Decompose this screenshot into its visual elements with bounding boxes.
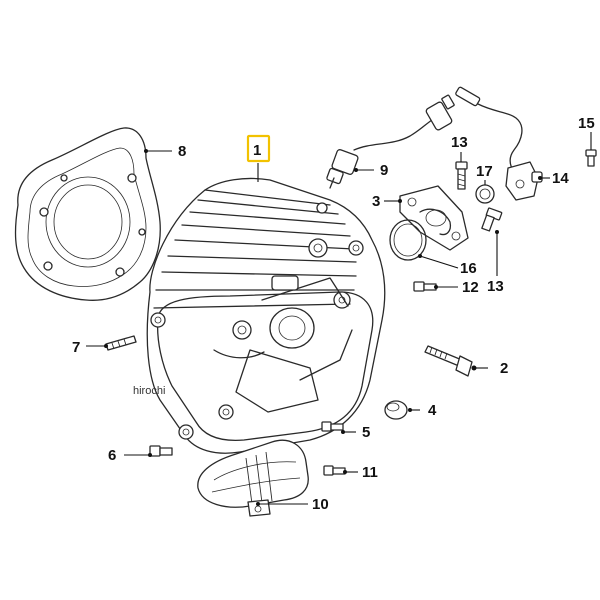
part-14-sensor[interactable] [455,86,543,201]
part-11-bolt[interactable] [323,465,346,476]
callout-4[interactable]: 4 [428,402,437,419]
part-16-gasket[interactable] [389,219,427,261]
part-2-long-bolt[interactable] [424,345,473,377]
callout-8[interactable]: 8 [178,143,186,160]
part-9-sensor[interactable] [326,94,455,189]
callout-2[interactable]: 2 [500,360,508,377]
selected-part-highlight [246,134,271,163]
callout-13-upper[interactable]: 13 [451,134,468,151]
callout-7[interactable]: 7 [72,339,80,356]
callout-15[interactable]: 15 [578,115,595,132]
callout-1[interactable]: 1 [253,142,261,159]
callout-13-lower[interactable]: 13 [487,278,504,295]
callout-17[interactable]: 17 [476,163,493,180]
part-15-screw[interactable] [585,149,597,167]
part-13-bolt-upper[interactable] [455,161,468,190]
part-1-cylinder-head-cover[interactable] [146,177,386,454]
watermark: hirochi [133,385,165,397]
part-8-head-gasket[interactable] [14,127,161,301]
leader-lines [86,132,592,506]
part-7-stud[interactable] [105,335,137,351]
part-17-o-ring[interactable] [475,184,495,204]
part-12-bolt[interactable] [413,281,437,292]
callout-3[interactable]: 3 [372,193,380,210]
part-13-bolt-lower[interactable] [481,207,503,232]
callout-9[interactable]: 9 [380,162,388,179]
callout-12[interactable]: 12 [462,279,479,296]
callout-labels: 1 2 3 4 5 6 7 8 9 10 11 12 13 13 14 15 1… [72,115,595,513]
part-6-bolt[interactable] [149,445,173,457]
callout-10[interactable]: 10 [312,496,329,513]
part-10-intake-elbow[interactable] [197,439,309,517]
callout-5[interactable]: 5 [362,424,370,441]
part-5-bolt[interactable] [321,421,344,432]
callout-11[interactable]: 11 [362,464,378,481]
part-3-cover-plate[interactable] [399,185,469,251]
callout-14[interactable]: 14 [552,170,569,187]
callout-16[interactable]: 16 [460,260,477,277]
callout-6[interactable]: 6 [108,447,116,464]
part-4-cap-plug[interactable] [384,400,408,420]
